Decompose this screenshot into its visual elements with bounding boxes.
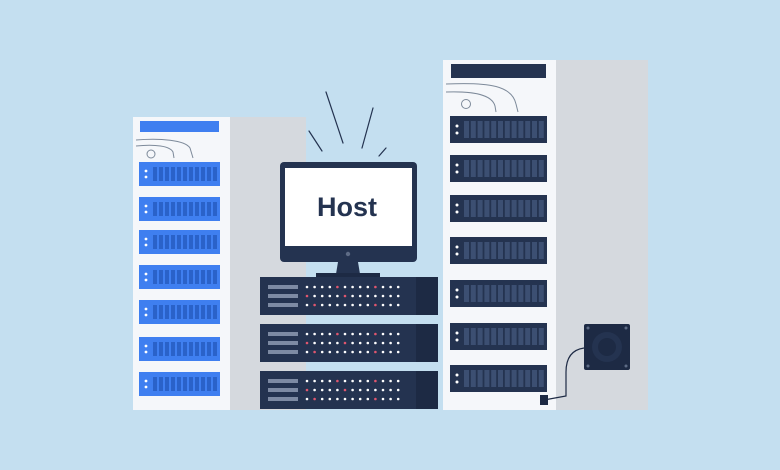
- cable-plug: [540, 395, 548, 405]
- monitor-icon: Host: [280, 162, 417, 277]
- fan-icon: [584, 324, 630, 370]
- right-rack-label-strip: [451, 64, 546, 78]
- monitor-label: Host: [317, 192, 377, 222]
- left-rack-unit: [139, 230, 220, 254]
- left-rack-unit: [139, 265, 220, 289]
- left-rack-unit: [139, 337, 220, 361]
- monitor-screen: [285, 168, 412, 246]
- left-rack-unit: [139, 300, 220, 324]
- left-server-rack: [133, 117, 306, 410]
- right-rack-unit: [450, 237, 547, 264]
- left-rack-unit: [139, 372, 220, 396]
- right-server-rack: [443, 60, 648, 410]
- right-rack-unit: [450, 195, 547, 222]
- left-rack-unit: [139, 162, 220, 186]
- fan-cable: [543, 347, 585, 401]
- right-rack-unit: [450, 155, 547, 182]
- right-rack-unit: [450, 280, 547, 307]
- stack-server-unit: [260, 371, 438, 409]
- stack-server-unit: [260, 277, 438, 315]
- left-rack-unit: [139, 197, 220, 221]
- right-rack-unit: [450, 365, 547, 392]
- server-stack-icon: [260, 277, 438, 409]
- right-rack-unit: [450, 323, 547, 350]
- right-rack-unit: [450, 116, 547, 143]
- left-rack-label-strip: [140, 121, 219, 132]
- stack-server-unit: [260, 324, 438, 362]
- spark-lines: [308, 91, 387, 157]
